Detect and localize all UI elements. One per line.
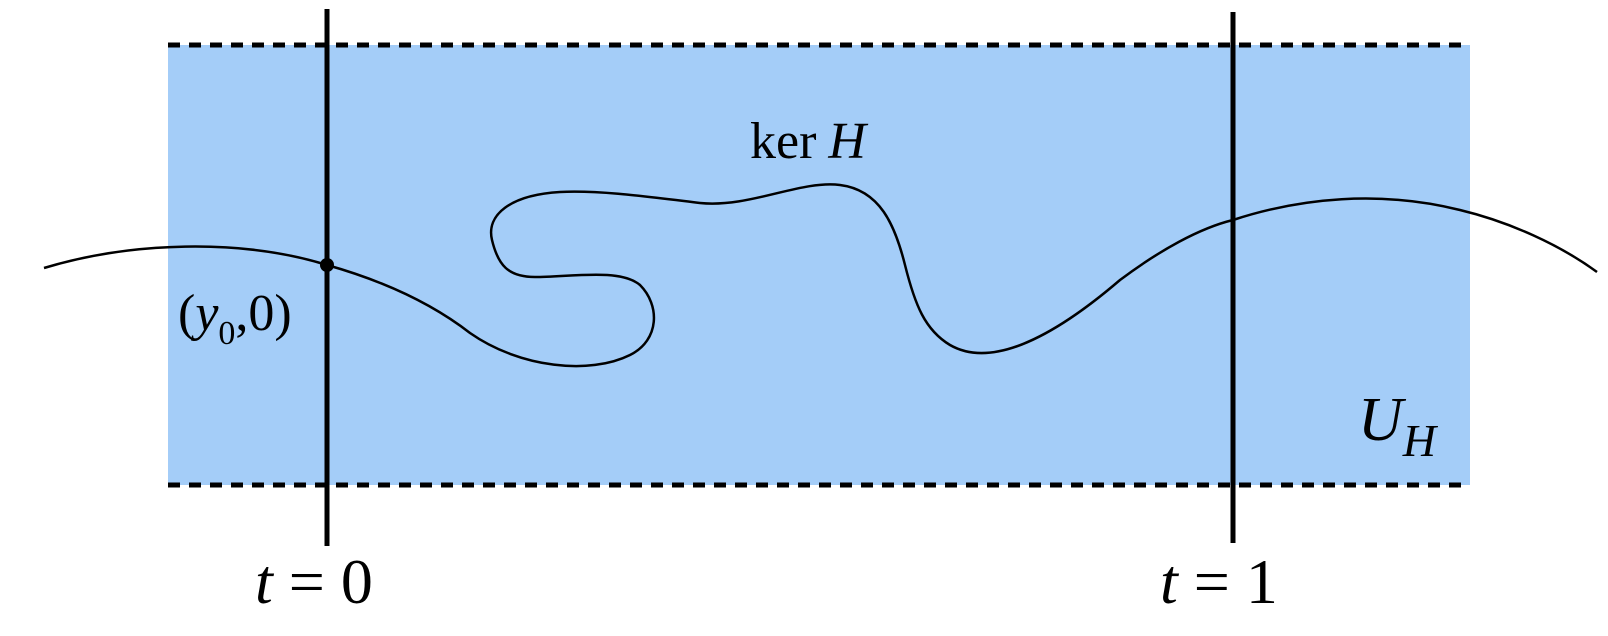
line-t0-label: t = 0 bbox=[255, 546, 373, 617]
point-y0 bbox=[320, 258, 334, 272]
region-u-h-label: UH bbox=[1358, 386, 1439, 466]
ker-h-curve bbox=[43, 183, 1598, 368]
line-t1-label: t = 1 bbox=[1160, 546, 1278, 617]
point-y0-label: (y0,0) bbox=[178, 285, 292, 352]
region-u-h bbox=[168, 45, 1470, 485]
